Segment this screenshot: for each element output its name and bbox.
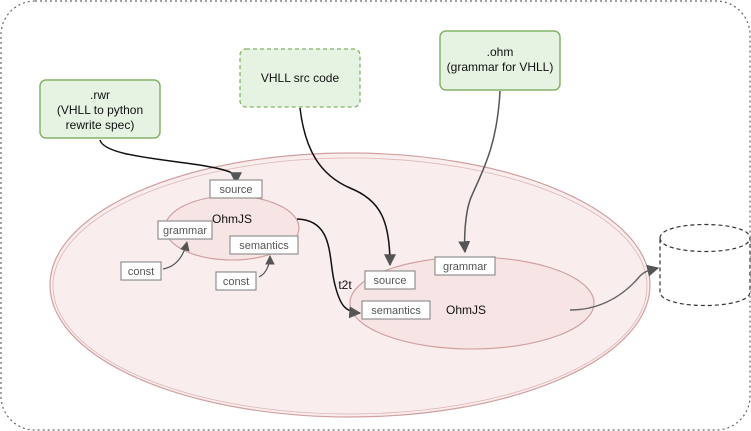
rwr-label-line3: rewrite spec) xyxy=(66,118,135,132)
inner-const-box-2[interactable]: const xyxy=(215,271,257,291)
right-source-box[interactable]: source xyxy=(364,270,416,290)
rwr-node[interactable]: .rwr (VHLL to python rewrite spec) xyxy=(39,79,161,139)
edge-ohm-to-grammar xyxy=(458,90,501,254)
inner-semantics-box[interactable]: semantics xyxy=(229,235,299,255)
svg-text:grammar: grammar xyxy=(163,225,207,237)
edge-vhll-to-source xyxy=(299,107,396,267)
svg-text:semantics: semantics xyxy=(371,305,421,317)
right-grammar-box[interactable]: grammar xyxy=(434,256,496,276)
edge-const-to-semantics xyxy=(258,255,275,278)
svg-text:grammar: grammar xyxy=(443,261,487,273)
t2t-label: t2t xyxy=(338,278,352,292)
right-semantics-box[interactable]: semantics xyxy=(361,300,431,320)
svg-text:semantics: semantics xyxy=(239,240,289,252)
svg-text:source: source xyxy=(219,184,252,196)
edge-to-database xyxy=(569,264,660,311)
inner-ohmjs-label: OhmJS xyxy=(212,212,252,226)
inner-const-box-1[interactable]: const xyxy=(120,261,162,281)
inner-grammar-box[interactable]: grammar xyxy=(157,220,213,240)
database-icon xyxy=(659,223,751,307)
edge-rwr-to-source xyxy=(99,139,242,185)
ohm-label-line2: (grammar for VHLL) xyxy=(447,60,554,74)
svg-text:source: source xyxy=(373,275,406,287)
svg-text:const: const xyxy=(128,266,154,278)
edge-t2t xyxy=(296,218,362,319)
vhll-src-node[interactable]: VHLL src code xyxy=(239,48,361,108)
ohm-label-line1: .ohm xyxy=(487,45,514,59)
rwr-label-line2: (VHLL to python xyxy=(57,103,143,117)
svg-text:const: const xyxy=(223,276,249,288)
vhll-src-label: VHLL src code xyxy=(261,71,340,85)
right-ohmjs-label: OhmJS xyxy=(446,303,486,317)
ohm-node[interactable]: .ohm (grammar for VHLL) xyxy=(439,30,561,91)
inner-source-box[interactable]: source xyxy=(209,179,263,199)
edge-const-to-grammar xyxy=(162,241,190,270)
rwr-label-line1: .rwr xyxy=(90,88,110,102)
